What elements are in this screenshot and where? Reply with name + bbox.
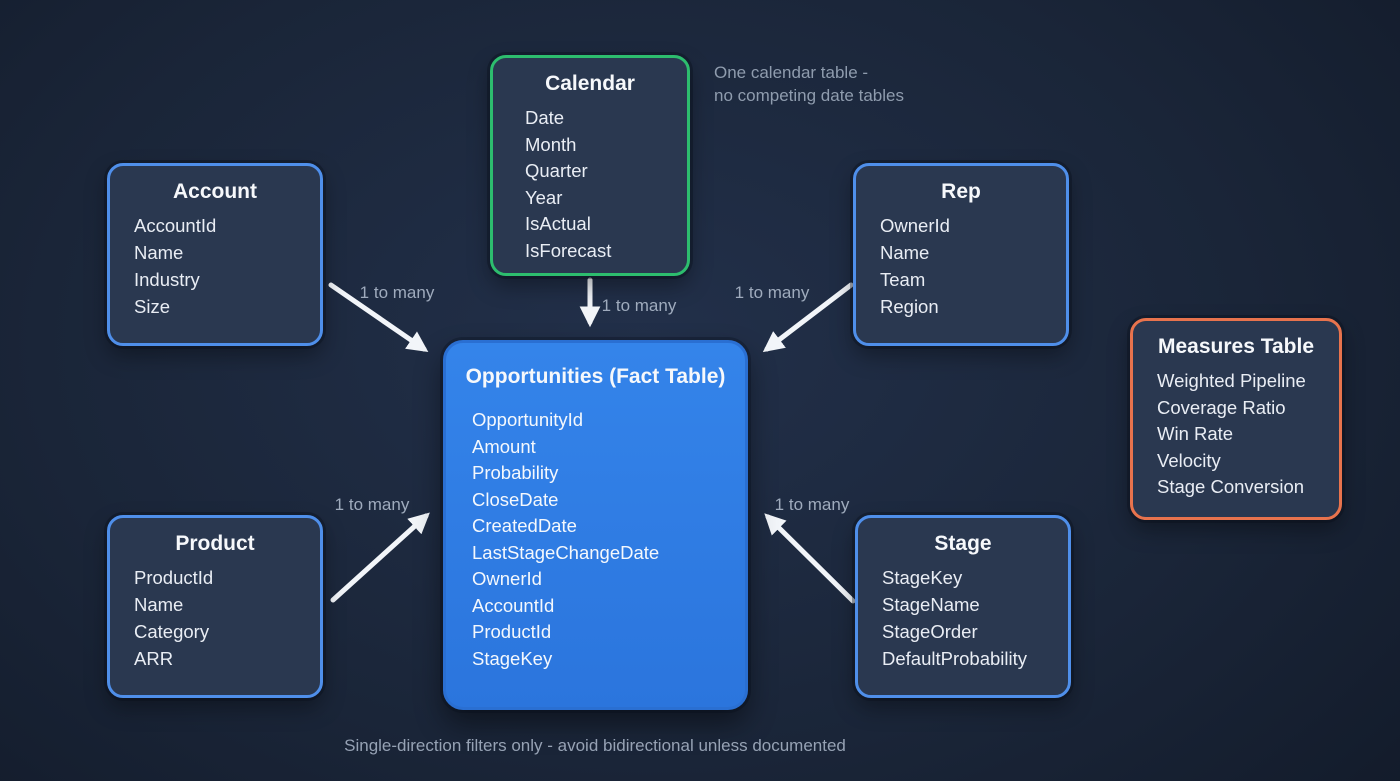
edge-label-calendar-fact: 1 to many bbox=[601, 296, 677, 315]
table-field: StageKey bbox=[882, 567, 963, 588]
table-field: Team bbox=[880, 269, 926, 290]
table-node-measures: Measures Table Weighted Pipeline Coverag… bbox=[1130, 318, 1342, 520]
table-field: DefaultProbability bbox=[882, 648, 1027, 669]
edge-label-rep-fact: 1 to many bbox=[734, 283, 810, 302]
table-fields-product: ProductId Name Category ARR bbox=[110, 564, 320, 672]
table-field: Weighted Pipeline bbox=[1157, 370, 1306, 391]
table-field: Probability bbox=[472, 462, 559, 483]
edge-label-product-fact: 1 to many bbox=[334, 495, 410, 514]
table-fields-measures: Weighted Pipeline Coverage Ratio Win Rat… bbox=[1133, 368, 1339, 501]
table-fields-fact: OpportunityId Amount Probability CloseDa… bbox=[446, 407, 745, 672]
table-fields-rep: OwnerId Name Team Region bbox=[856, 212, 1066, 320]
table-title-calendar: Calendar bbox=[545, 72, 635, 95]
table-field: Year bbox=[525, 186, 563, 208]
table-title-rep: Rep bbox=[941, 180, 981, 203]
table-field: Win Rate bbox=[1157, 423, 1234, 444]
table-field: Name bbox=[880, 242, 930, 263]
table-node-product: Product ProductId Name Category ARR bbox=[107, 515, 323, 698]
table-node-stage: Stage StageKey StageName StageOrder Defa… bbox=[855, 515, 1071, 698]
table-field: Date bbox=[525, 107, 565, 128]
table-field: ARR bbox=[134, 648, 174, 669]
calendar-note: One calendar table - no competing date t… bbox=[714, 61, 904, 107]
edge-label-stage-fact: 1 to many bbox=[774, 495, 850, 514]
table-field: AccountId bbox=[134, 215, 217, 236]
calendar-note-line1: One calendar table - bbox=[714, 63, 869, 82]
table-field: OwnerId bbox=[472, 568, 542, 589]
table-field: IsForecast bbox=[525, 239, 612, 261]
edge-product-to-fact bbox=[330, 512, 430, 603]
table-field: AccountId bbox=[472, 594, 555, 616]
table-field: OwnerId bbox=[880, 215, 950, 236]
table-field: Stage Conversion bbox=[1157, 476, 1305, 497]
table-fields-account: AccountId Name Industry Size bbox=[110, 212, 320, 320]
table-field: LastStageChangeDate bbox=[472, 541, 660, 563]
table-field: Name bbox=[134, 242, 184, 263]
table-field: Size bbox=[134, 296, 170, 317]
table-field: ProductId bbox=[134, 567, 214, 588]
table-field: Velocity bbox=[1157, 449, 1221, 471]
table-node-calendar: Calendar Date Month Quarter Year IsActua… bbox=[490, 55, 690, 276]
table-field: Category bbox=[134, 621, 210, 642]
table-field: Month bbox=[525, 133, 577, 155]
table-field: Quarter bbox=[525, 160, 588, 181]
table-field: Coverage Ratio bbox=[1157, 396, 1286, 418]
table-field: ProductId bbox=[472, 621, 552, 642]
table-fields-stage: StageKey StageName StageOrder DefaultPro… bbox=[858, 564, 1068, 672]
table-field: StageKey bbox=[472, 647, 553, 669]
edge-stage-to-fact bbox=[764, 513, 856, 604]
table-fields-calendar: Date Month Quarter Year IsActual IsForec… bbox=[493, 105, 687, 264]
table-title-product: Product bbox=[175, 532, 255, 555]
edge-label-account-fact: 1 to many bbox=[359, 283, 435, 302]
table-field: StageName bbox=[882, 594, 980, 615]
table-field: Industry bbox=[134, 269, 200, 290]
table-title-stage: Stage bbox=[934, 532, 992, 555]
calendar-note-line2: no competing date tables bbox=[714, 86, 904, 105]
table-field: OpportunityId bbox=[472, 409, 584, 430]
table-field: IsActual bbox=[525, 213, 591, 234]
table-title-measures: Measures Table bbox=[1157, 335, 1314, 358]
table-title-fact: Opportunities (Fact Table) bbox=[465, 365, 726, 388]
footer-note: Single-direction filters only - avoid bi… bbox=[344, 736, 846, 755]
table-field: Name bbox=[134, 594, 184, 615]
table-node-rep: Rep OwnerId Name Team Region bbox=[853, 163, 1069, 346]
table-field: CloseDate bbox=[472, 488, 559, 510]
table-node-opportunities-fact: Opportunities (Fact Table) OpportunityId… bbox=[443, 340, 748, 710]
table-node-account: Account AccountId Name Industry Size bbox=[107, 163, 323, 346]
table-field: Region bbox=[880, 296, 939, 317]
table-field: CreatedDate bbox=[472, 515, 577, 536]
table-field: StageOrder bbox=[882, 621, 978, 642]
table-field: Amount bbox=[472, 435, 536, 457]
table-title-account: Account bbox=[173, 180, 257, 203]
